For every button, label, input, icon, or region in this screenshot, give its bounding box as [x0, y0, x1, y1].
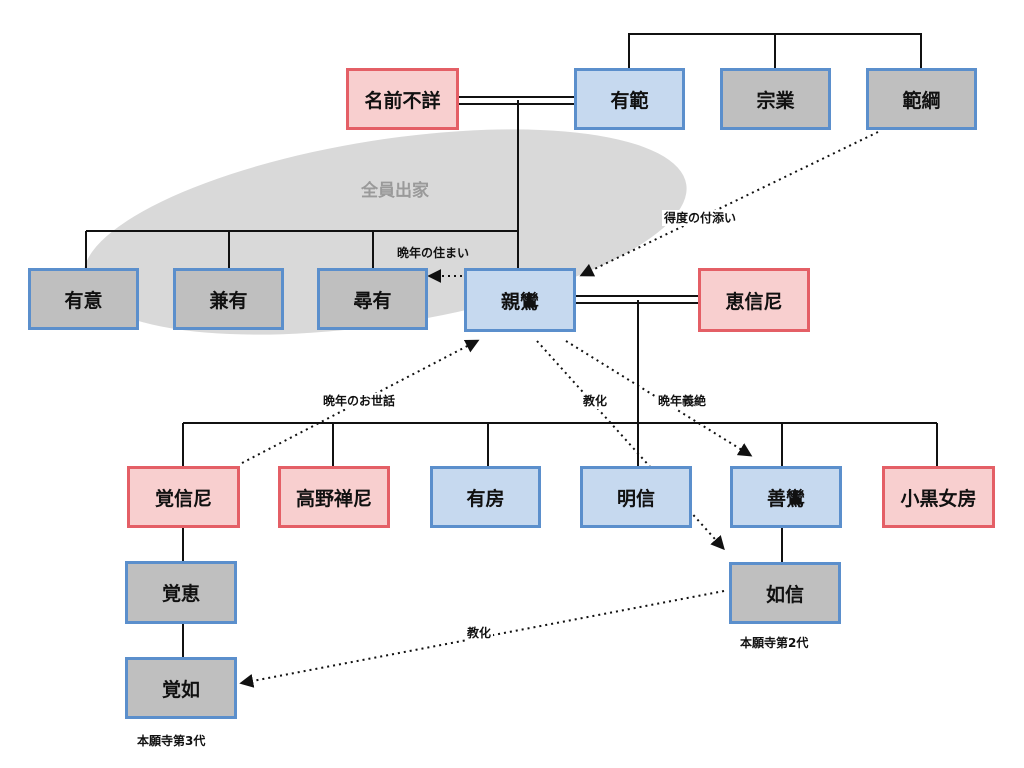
annotation-kakunyo-title: 本願寺第3代 — [137, 734, 206, 748]
person-eshinni: 恵信尼 — [698, 268, 810, 332]
sons-bracket — [85, 230, 519, 268]
arrow-kyoka-1 — [536, 340, 725, 551]
sibling-bracket-top — [628, 33, 922, 68]
person-koguro-nyobo: 小黒女房 — [882, 466, 995, 528]
all-ordained-label: 全員出家 — [361, 181, 429, 201]
person-arinori: 有範 — [574, 68, 685, 130]
annotation-bannen-gizetsu: 晩年義絶 — [656, 393, 709, 409]
arrow-kyoka-2 — [239, 590, 725, 688]
children-bracket — [182, 422, 938, 466]
person-nyoshin: 如信 — [729, 562, 841, 624]
person-uei: 有意 — [28, 268, 139, 330]
person-zenran: 善鸞 — [730, 466, 842, 528]
person-jinyu: 尋有 — [317, 268, 428, 330]
person-myoshin: 明信 — [580, 466, 692, 528]
annotation-tokudo: 得度の付添い — [662, 210, 739, 226]
marriage-line-arinori — [459, 96, 574, 105]
person-kakunyo: 覚如 — [125, 657, 237, 719]
arrow-tokudo — [579, 131, 879, 277]
person-kakushinni: 覚信尼 — [127, 466, 240, 528]
person-munenari: 宗業 — [720, 68, 831, 130]
annotation-kyoka-1: 教化 — [581, 393, 610, 409]
annotation-kyoka-2: 教化 — [465, 625, 494, 641]
person-noritsuna: 範綱 — [866, 68, 977, 130]
person-meizen-fusho: 名前不詳 — [346, 68, 459, 130]
person-ubo: 有房 — [430, 466, 541, 528]
annotation-bannen-osewa: 晩年のお世話 — [321, 393, 398, 409]
person-takano-zenni: 高野禅尼 — [278, 466, 390, 528]
person-shinran: 親鸞 — [464, 268, 576, 332]
annotation-nyoshin-title: 本願寺第2代 — [740, 636, 809, 650]
annotation-bannen-sumai: 晩年の住まい — [397, 246, 470, 260]
person-kenyu: 兼有 — [173, 268, 284, 330]
person-kakue: 覚恵 — [125, 561, 237, 624]
